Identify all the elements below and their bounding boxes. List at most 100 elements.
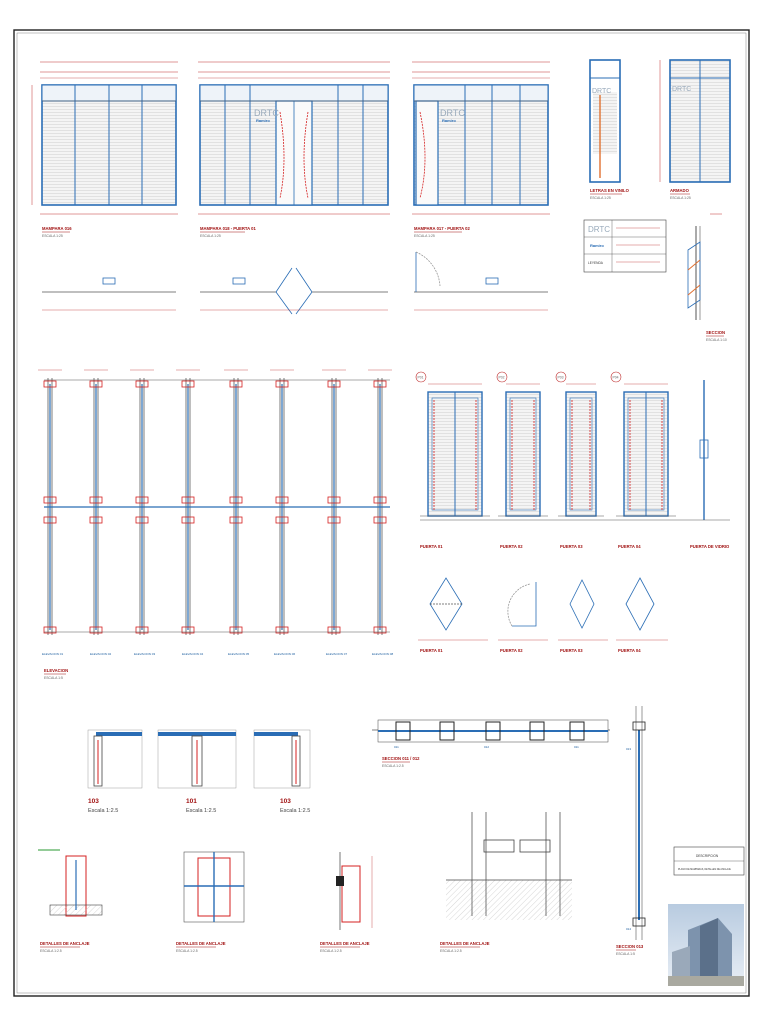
seccion-title: SECCION	[706, 330, 725, 335]
svg-text:Ramiro: Ramiro	[590, 243, 604, 248]
elevation-linework	[275, 626, 289, 634]
anchor-detail-3: DETALLES DE ANCLAJE ESCALA 1:2.5	[320, 852, 373, 953]
vertical-section: 013 014 SECCION 013 ESCALA 1:5	[616, 706, 646, 956]
anchor-detail-2: DETALLES DE ANCLAJE ESCALA 1:2.5	[176, 851, 245, 953]
elevation-columns	[38, 369, 392, 635]
door-labels: PUERTA 01 PUERTA 02 PUERTA 03 PUERTA 04 …	[420, 544, 730, 653]
elevation-linework	[43, 380, 57, 388]
svg-text:ESCALA 1:25: ESCALA 1:25	[42, 234, 63, 238]
detail-tag: 014	[626, 927, 631, 931]
seccion-detail: SECCION ESCALA 1:10	[687, 213, 727, 342]
svg-text:103: 103	[88, 798, 99, 805]
detail-101: 101 Escala 1:2.5	[157, 729, 237, 814]
elevation-linework	[89, 626, 103, 634]
elevation-linework	[229, 516, 243, 524]
sheet-border	[13, 29, 750, 997]
mampara-plans	[42, 251, 548, 315]
svg-text:ESCALA 1:25: ESCALA 1:25	[200, 234, 221, 238]
svg-text:PUERTA 04: PUERTA 04	[618, 648, 641, 653]
elevation-linework	[327, 516, 341, 524]
elevation-linework	[373, 380, 387, 388]
svg-text:PUERTA 04: PUERTA 04	[618, 544, 641, 549]
armado-title: ARMADO	[670, 188, 690, 193]
building-render-image	[668, 904, 744, 986]
elevation-tag: ELEVACION 08	[372, 652, 393, 656]
elevation-tags: ELEVACION 01 ELEVACION 02 ELEVACION 03 E…	[42, 652, 393, 656]
mampara-016-elevation: MAMPARA 016 ESCALA 1:25	[31, 61, 178, 238]
svg-text:Escala 1:2.5: Escala 1:2.5	[280, 808, 310, 814]
letras-vinilo-title: LETRAS EN VINILO	[590, 188, 630, 193]
svg-text:ESCALA 1:2.5: ESCALA 1:2.5	[40, 949, 62, 953]
door-tags: P01 P02 P03 P04	[415, 371, 622, 383]
door-linework	[699, 439, 709, 459]
horizontal-section-title: SECCION 011 / 012	[382, 756, 420, 761]
mampara-018-elevation: DRTC Ramiro MAMPARA 018 - PUERTA 01 ESCA…	[198, 61, 390, 238]
svg-text:DRTC: DRTC	[592, 88, 611, 95]
svg-text:ESCALA 1:5: ESCALA 1:5	[616, 952, 635, 956]
svg-text:ESCALA 1:2.5: ESCALA 1:2.5	[320, 949, 342, 953]
elevation-tag: ELEVACION 04	[182, 652, 203, 656]
svg-text:PUERTA 03: PUERTA 03	[560, 648, 583, 653]
door-tag: P03	[558, 376, 564, 380]
door-linework	[569, 397, 593, 511]
svg-text:ESCALA 1:2.5: ESCALA 1:2.5	[176, 949, 198, 953]
horizontal-section: 011 012 011 SECCION 011 / 012 ESCALA 1:2…	[372, 719, 610, 768]
svg-text:ESCALA 1:25: ESCALA 1:25	[670, 196, 691, 200]
elevation-linework	[229, 496, 243, 504]
svg-text:ESCALA 1:25: ESCALA 1:25	[590, 196, 611, 200]
elevation-linework	[135, 626, 149, 634]
elevation-linework	[43, 626, 57, 634]
elevation-tag: ELEVACION 02	[90, 652, 111, 656]
elevation-linework	[135, 496, 149, 504]
elevation-linework	[181, 496, 195, 504]
elevation-linework	[89, 516, 103, 524]
elevation-linework	[373, 496, 387, 504]
svg-text:DETALLES DE ANCLAJE: DETALLES DE ANCLAJE	[440, 941, 490, 946]
svg-text:Escala 1:2.5: Escala 1:2.5	[186, 808, 216, 814]
svg-text:ESCALA 1:2.5: ESCALA 1:2.5	[382, 764, 404, 768]
svg-text:PUERTA 02: PUERTA 02	[500, 544, 523, 549]
elevation-linework	[275, 516, 289, 524]
svg-text:ESCALA 1:25: ESCALA 1:25	[414, 234, 435, 238]
elevation-linework	[229, 626, 243, 634]
logo-legend: DRTC Ramiro LEYENDA	[583, 219, 667, 273]
svg-text:101: 101	[186, 798, 197, 805]
svg-text:PUERTA DE VIDRIO: PUERTA DE VIDRIO	[690, 544, 730, 549]
elevation-linework	[43, 516, 57, 524]
svg-text:DRTC: DRTC	[440, 108, 465, 118]
letras-vinilo-elevation: DRTC LETRAS EN VINILO ESCALA 1:25	[589, 59, 630, 200]
door-elevations	[420, 380, 730, 521]
svg-text:LEYENDA: LEYENDA	[588, 261, 604, 265]
svg-text:DRTC: DRTC	[254, 108, 279, 118]
svg-text:Ramiro: Ramiro	[256, 118, 270, 123]
mampara-018-title: MAMPARA 018 - PUERTA 01	[200, 226, 257, 231]
elevation-tag: ELEVACION 07	[326, 652, 347, 656]
svg-text:PUERTA 01: PUERTA 01	[420, 648, 443, 653]
svg-text:DRTC: DRTC	[588, 225, 610, 234]
anchor-detail-1: DETALLES DE ANCLAJE ESCALA 1:2.5	[38, 849, 103, 953]
armado-elevation: DRTC ARMADO ESCALA 1:25	[659, 59, 731, 200]
elevacion-title: ELEVACION	[44, 668, 68, 673]
elevation-tag: ELEVACION 06	[274, 652, 295, 656]
detail-103-b: 103 Escala 1:2.5	[253, 729, 310, 814]
mampara-017-elevation: DRTC Ramiro MAMPARA 017 - PUERTA 02 ESCA…	[412, 61, 550, 238]
mampara-016-title: MAMPARA 016	[42, 226, 72, 231]
elevation-linework	[89, 496, 103, 504]
elevation-linework	[43, 496, 57, 504]
door-linework	[509, 397, 537, 511]
elevation-linework	[275, 496, 289, 504]
elevation-tag: ELEVACION 03	[134, 652, 155, 656]
title-block: DESCRIPCION PLANO DE MAMPARAS, DETALLES …	[673, 846, 745, 876]
svg-text:Escala 1:2.5: Escala 1:2.5	[88, 808, 118, 814]
elevation-linework	[373, 516, 387, 524]
door-linework	[565, 391, 597, 517]
svg-text:ESCALA 1:5: ESCALA 1:5	[44, 676, 63, 680]
elevation-tag: ELEVACION 01	[42, 652, 63, 656]
svg-text:103: 103	[280, 798, 291, 805]
svg-text:DRTC: DRTC	[672, 86, 691, 93]
vertical-section-title: SECCION 013	[616, 944, 644, 949]
svg-text:DETALLES DE ANCLAJE: DETALLES DE ANCLAJE	[320, 941, 370, 946]
svg-text:PUERTA 03: PUERTA 03	[560, 544, 583, 549]
elevation-linework	[89, 380, 103, 388]
door-tag: P02	[499, 376, 505, 380]
